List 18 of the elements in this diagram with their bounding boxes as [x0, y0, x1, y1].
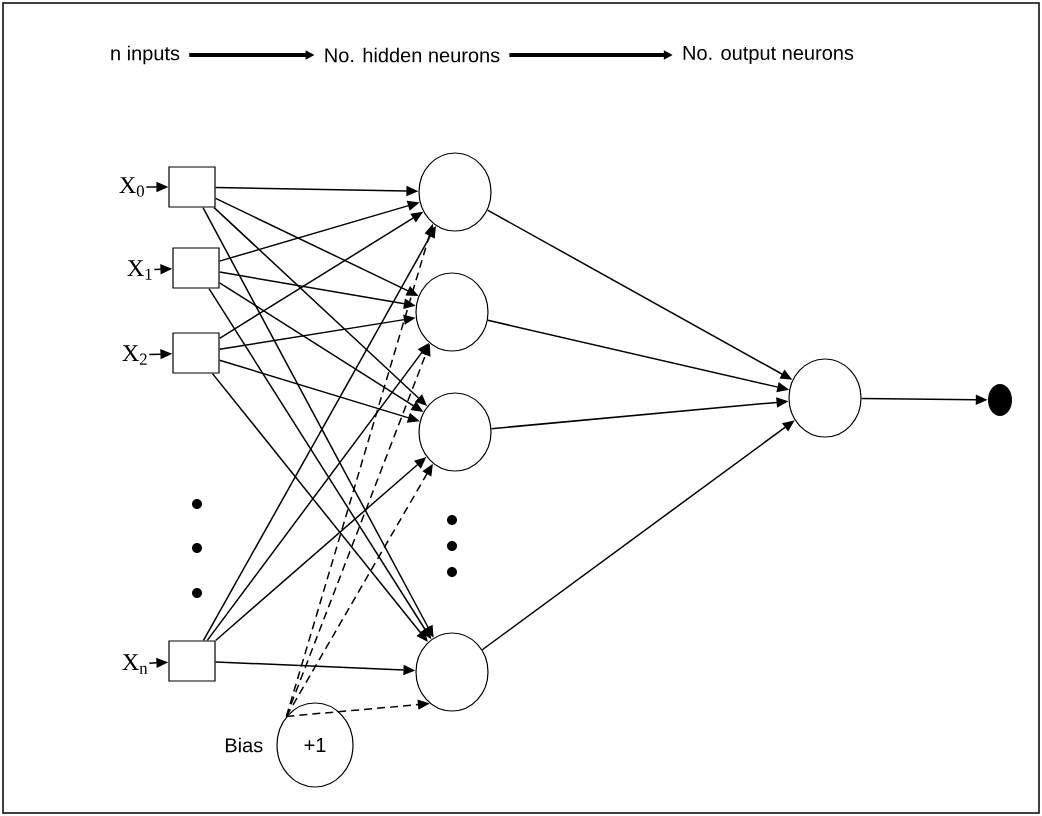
- input-box: [172, 247, 220, 289]
- neuron-circle: [788, 358, 862, 438]
- input-label: X$_{n}$: [122, 654, 148, 674]
- input-label: X$_{2}$: [122, 345, 147, 365]
- bias-label: Bias: [225, 737, 263, 753]
- header-text: n inputs: [111, 45, 180, 65]
- neuron-circle: [415, 632, 489, 712]
- input-label: X$_{0}$: [119, 177, 144, 197]
- input-label: X$_{1}$: [127, 260, 152, 280]
- input-box: [168, 166, 216, 208]
- output-dot: [988, 384, 1012, 416]
- header-text: No. output neurons: [683, 46, 854, 64]
- neuron-circle: [418, 152, 492, 232]
- input-box: [172, 332, 220, 374]
- input-box: [168, 640, 216, 682]
- header-text: No. hidden neurons: [325, 47, 500, 63]
- neuron-circle: [418, 392, 492, 472]
- neuron-circle: [415, 272, 489, 352]
